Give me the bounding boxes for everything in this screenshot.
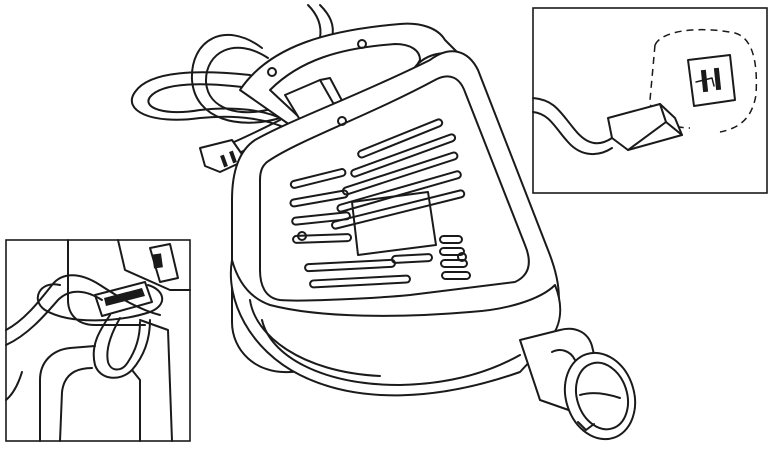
retainer-base-left bbox=[39, 345, 96, 442]
socket-slot-left bbox=[700, 69, 709, 93]
vent-slots-left bbox=[289, 168, 353, 244]
cord-upper bbox=[532, 97, 613, 145]
cord-loop-outer bbox=[190, 33, 281, 124]
retainer-cord-2 bbox=[5, 290, 103, 346]
inset-cord-retainer bbox=[5, 239, 191, 442]
lower-housing-inner bbox=[249, 299, 381, 377]
retainer-housing-edge bbox=[67, 239, 146, 326]
lower-housing-curve bbox=[261, 319, 521, 386]
blower-main bbox=[130, 4, 637, 441]
cord-lower bbox=[532, 111, 613, 155]
retainer-base-inner bbox=[59, 367, 93, 442]
retainer-cord-loop-bottom bbox=[92, 314, 151, 379]
retainer-cord-tail bbox=[5, 371, 23, 401]
label-plate bbox=[351, 191, 437, 256]
socket-detail bbox=[695, 77, 715, 87]
retainer-switch-dark bbox=[152, 253, 163, 269]
blower-body-panel bbox=[259, 75, 530, 302]
vent-slots-right bbox=[439, 235, 471, 280]
socket-slot-right bbox=[713, 67, 722, 91]
retainer-cord-1 bbox=[5, 274, 161, 331]
socket-face bbox=[687, 54, 736, 107]
inset-frame-bottom-left bbox=[5, 239, 191, 442]
cord-top-1 bbox=[319, 4, 334, 39]
plug-prong-2 bbox=[229, 150, 237, 164]
retainer-housing-top bbox=[117, 239, 191, 291]
retainer-cord-loop-top bbox=[36, 283, 164, 322]
cord-loop-left bbox=[130, 71, 291, 131]
retainer-hook-slot bbox=[104, 288, 145, 306]
lower-housing bbox=[229, 259, 562, 397]
socket-housing-outline bbox=[654, 28, 758, 133]
nozzle-rib bbox=[551, 349, 576, 361]
inset-plug-connection bbox=[532, 7, 768, 194]
retainer-cord-loop-bottom-inner bbox=[106, 317, 141, 371]
cord-loop-left-inner bbox=[147, 83, 286, 121]
retainer-base-right bbox=[139, 319, 173, 442]
cord-top-2 bbox=[307, 4, 322, 39]
cord-loop-inner bbox=[204, 46, 276, 114]
retainer-switch bbox=[149, 243, 179, 283]
cord-plug-edge-2 bbox=[627, 121, 667, 151]
nozzle-inner-ring bbox=[575, 361, 629, 431]
nozzle-notch bbox=[579, 392, 621, 399]
vent-slots-bottom bbox=[304, 253, 434, 289]
plug-prong-1 bbox=[220, 154, 228, 168]
retainer-base-front bbox=[131, 369, 141, 442]
nozzle-tab bbox=[577, 421, 595, 431]
